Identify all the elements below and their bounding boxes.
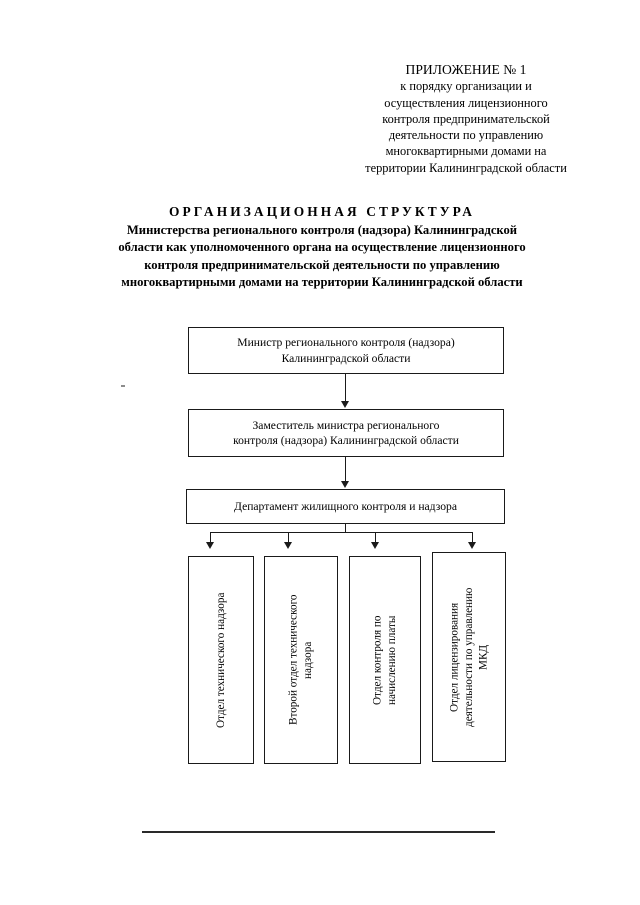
org-node-dept-2-line-2: надзора — [302, 641, 314, 679]
arrowhead-minister-to-deputy-icon — [341, 401, 349, 408]
footer-divider — [142, 831, 495, 833]
org-node-dept-4-line-2: деятельности по управлению — [462, 587, 475, 727]
appendix-header: ПРИЛОЖЕНИЕ № 1 к порядку организации и о… — [336, 62, 596, 176]
connector-deputy-to-department — [345, 457, 347, 482]
org-node-technical-supervision-dept: Отдел технического надзора — [188, 556, 254, 764]
arrowhead-branch-3-icon — [371, 542, 379, 549]
org-node-deputy: Заместитель министра регионального контр… — [188, 409, 504, 457]
arrowhead-branch-2-icon — [284, 542, 292, 549]
scan-artifact — [121, 385, 125, 387]
org-node-dept-3-line-2: начислению платы — [386, 615, 398, 705]
document-subtitle-line-2: Министерства регионального контроля (над… — [126, 222, 518, 237]
org-node-deputy-line-2: контроля (надзора) Калининградской облас… — [233, 434, 459, 447]
org-node-department-label: Департамент жилищного контроля и надзора — [234, 499, 457, 513]
arrowhead-deputy-to-department-icon — [341, 481, 349, 488]
connector-department-bus — [210, 532, 473, 534]
appendix-header-line-2: к порядку организации и — [400, 79, 532, 94]
org-node-dept-4-line-3: МКД — [477, 644, 490, 670]
connector-branch-4 — [472, 532, 474, 543]
org-node-dept-2-line-1: Второй отдел технического — [287, 594, 300, 726]
org-node-department: Департамент жилищного контроля и надзора — [186, 489, 505, 524]
org-node-dept-1-line-1: Отдел технического надзора — [214, 592, 227, 728]
document-subtitle-line-5: многоквартирными домами на территории Ка… — [121, 275, 523, 290]
document-subtitle-line-4: контроля предпринимательской деятельност… — [144, 257, 500, 272]
document-subtitle-line-3: области как уполномоченного органа на ос… — [118, 240, 526, 255]
org-node-second-technical-supervision-dept: Второй отдел технического надзора — [264, 556, 338, 764]
connector-department-stem — [345, 524, 347, 533]
arrowhead-branch-4-icon — [468, 542, 476, 549]
org-node-deputy-line-1: Заместитель министра регионального — [252, 418, 440, 432]
appendix-header-line-6: многоквартирными домами на — [385, 144, 547, 159]
connector-branch-1 — [210, 532, 212, 543]
appendix-number: ПРИЛОЖЕНИЕ № 1 — [405, 62, 527, 77]
page-title: ОРГАНИЗАЦИОННАЯ СТРУКТУРА — [168, 204, 476, 219]
appendix-header-line-7: территории Калининградской области — [365, 160, 567, 175]
org-node-minister: Министр регионального контроля (надзора)… — [188, 327, 504, 374]
connector-minister-to-deputy — [345, 374, 347, 402]
org-node-dept-4-line-1: Отдел лицензирования — [448, 602, 461, 712]
org-node-payment-control-dept: Отдел контроля по начислению платы — [349, 556, 421, 764]
org-node-minister-line-1: Министр регионального контроля (надзора) — [237, 336, 455, 349]
org-node-dept-3-line-1: Отдел контроля по — [371, 615, 384, 705]
arrowhead-branch-1-icon — [206, 542, 214, 549]
appendix-header-line-3: осуществления лицензионного — [384, 95, 548, 110]
appendix-header-line-5: деятельности по управлению — [388, 128, 544, 143]
connector-branch-2 — [288, 532, 290, 543]
org-node-minister-line-2: Калининградской области — [281, 351, 411, 365]
document-title: ОРГАНИЗАЦИОННАЯ СТРУКТУРА Министерства р… — [62, 203, 582, 292]
org-node-licensing-dept: Отдел лицензирования деятельности по упр… — [432, 552, 506, 762]
appendix-header-line-4: контроля предпринимательской — [382, 111, 550, 126]
connector-branch-3 — [375, 532, 377, 543]
